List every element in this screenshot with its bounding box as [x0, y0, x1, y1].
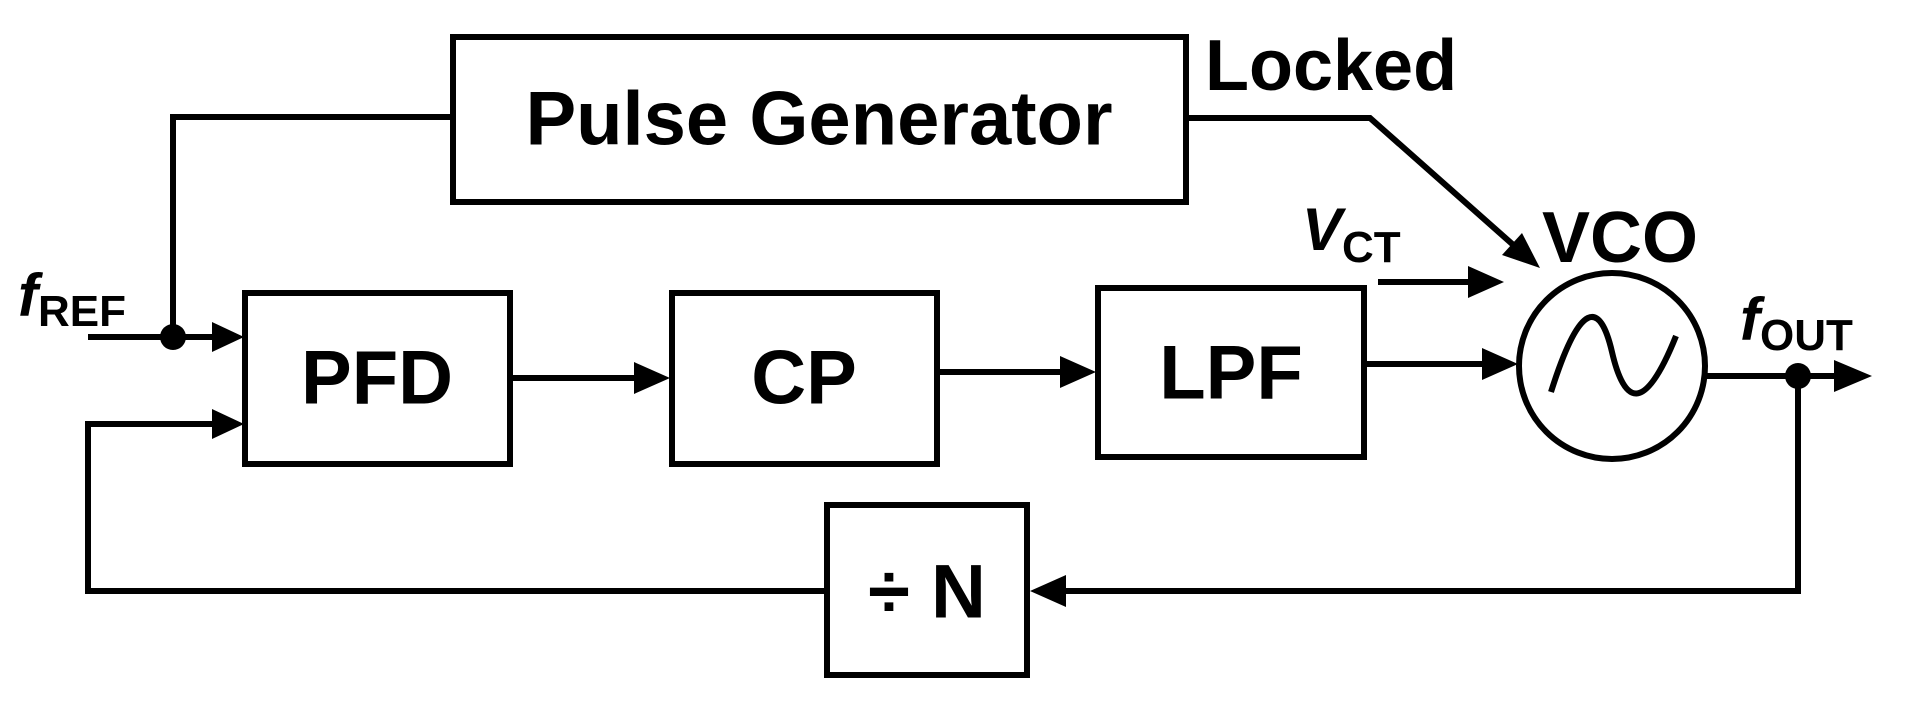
fref-branch-wire: [170, 114, 453, 337]
vct-arrowhead: [1468, 266, 1504, 298]
vco-block: VCO: [1516, 198, 1708, 462]
locked-wire: [1186, 115, 1521, 253]
pfd-block: PFD: [242, 290, 513, 467]
locked-label: Locked: [1205, 26, 1457, 106]
pulse-generator-block: Pulse Generator: [450, 34, 1189, 205]
feedback-arrowhead: [1030, 575, 1066, 607]
lpf-block: LPF: [1095, 285, 1367, 460]
vct-label: VCT: [1302, 196, 1401, 272]
cp-to-lpf-arrowhead: [1060, 356, 1096, 388]
divider-to-pfd-arrowhead: [212, 409, 244, 439]
vco-label: VCO: [1542, 198, 1698, 278]
fref-label: fREF: [18, 262, 126, 336]
feedback-to-divider-wire: [1058, 376, 1801, 594]
divider-label: ÷ N: [868, 550, 986, 635]
fref-junction-dot: [160, 324, 186, 350]
pulse-generator-label: Pulse Generator: [525, 77, 1112, 162]
lpf-to-vco-arrowhead: [1482, 348, 1518, 380]
pfd-to-cp-arrowhead: [634, 362, 670, 394]
cp-block: CP: [669, 290, 940, 467]
divider-block: ÷ N: [824, 502, 1030, 678]
sine-wave-icon: [1548, 314, 1679, 397]
cp-label: CP: [751, 336, 857, 421]
divider-to-pfd-wire: [85, 421, 827, 594]
fref-arrowhead: [212, 322, 244, 352]
fout-arrowhead: [1834, 360, 1872, 392]
fout-label: fOUT: [1740, 286, 1853, 360]
lpf-label: LPF: [1159, 331, 1303, 416]
pfd-label: PFD: [301, 336, 453, 421]
locked-arrowhead: [1502, 233, 1540, 268]
